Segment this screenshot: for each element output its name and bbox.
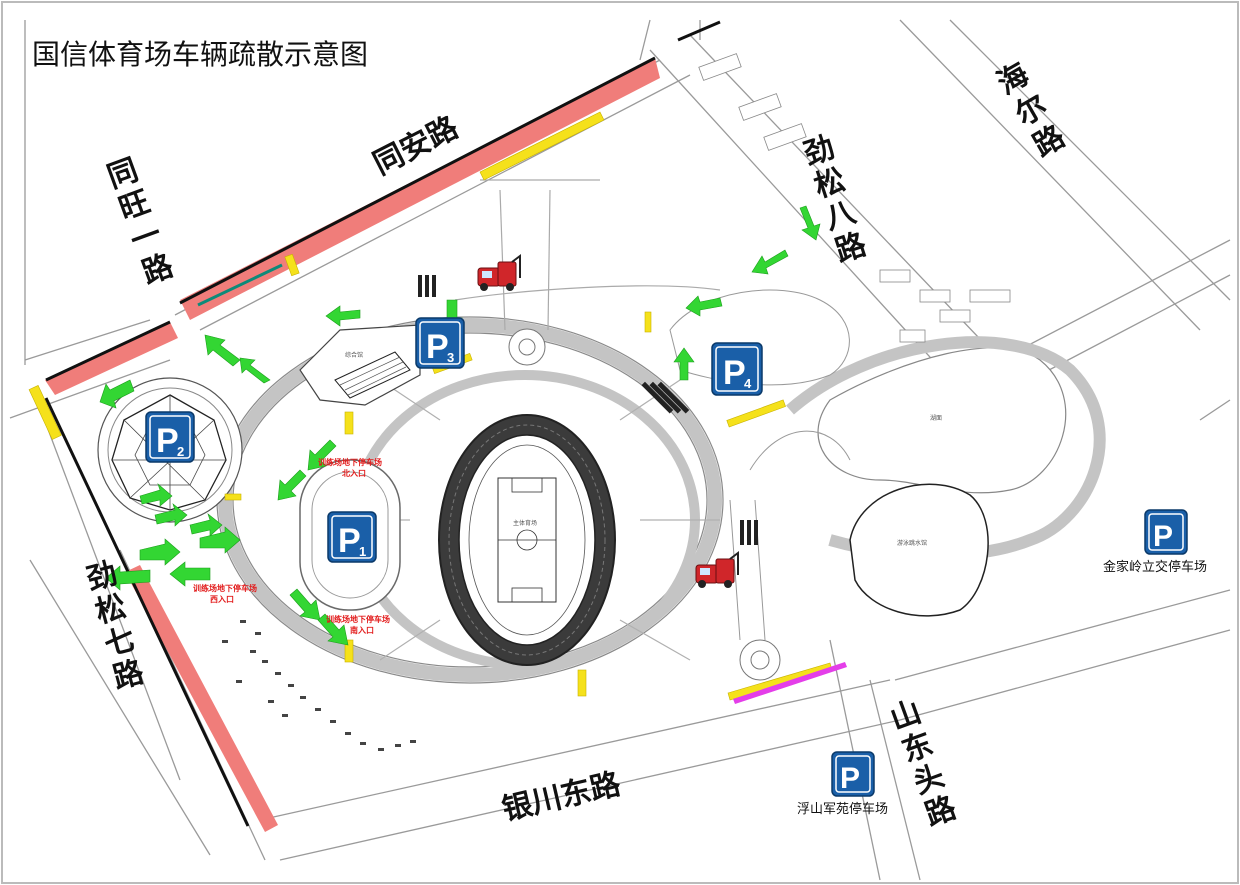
svg-text:4: 4 xyxy=(744,376,752,391)
svg-text:P: P xyxy=(1153,520,1173,553)
comprehensive-gym: 综合馆 xyxy=(299,324,421,406)
lake-label: 湖面 xyxy=(930,414,942,422)
svg-text:P: P xyxy=(723,354,746,392)
north-entrance-note-line2: 北入口 xyxy=(342,468,366,478)
fushan-label: 浮山军苑停车场 xyxy=(797,801,888,817)
parking-p4: P 4 xyxy=(711,342,763,396)
road-label-haier: 海尔路 xyxy=(992,57,1072,165)
north-entrance-note-line1: 训练场地下停车场 xyxy=(318,457,382,467)
top-black-line xyxy=(677,20,721,42)
main-stadium-label: 主体育场 xyxy=(513,519,537,527)
jinjialing-label: 金家岭立交停车场 xyxy=(1103,559,1207,575)
restricted-road-segments xyxy=(44,20,721,832)
map-title: 国信体育场车辆疏散示意图 xyxy=(32,38,368,71)
north-access-road xyxy=(454,179,721,331)
south-entrance-note-line1: 训练场地下停车场 xyxy=(326,614,390,624)
roundabouts xyxy=(508,328,781,681)
parking-jinjialing: P 金家岭立交停车场 xyxy=(1103,509,1207,575)
parking-p3: P 3 xyxy=(415,317,465,369)
parking-p2: P 2 xyxy=(145,411,195,463)
west-entrance-note-line2: 西入口 xyxy=(210,595,234,604)
tongwang-black-line xyxy=(45,320,171,382)
svg-text:1: 1 xyxy=(359,544,366,559)
yellow-markers xyxy=(28,111,833,701)
crosswalks xyxy=(418,275,758,545)
jingsong7-black-line xyxy=(44,397,250,827)
svg-text:P: P xyxy=(338,522,361,560)
svg-text:P: P xyxy=(426,328,449,366)
south-entrance-note-line2: 南入口 xyxy=(350,625,374,635)
residential-buildings xyxy=(698,53,1011,343)
svg-text:P: P xyxy=(840,762,860,795)
gym-label: 综合馆 xyxy=(345,351,363,359)
natatorium-building xyxy=(849,483,989,617)
svg-text:3: 3 xyxy=(447,350,454,365)
jingsong7-red-band xyxy=(125,565,278,832)
evacuation-arrows xyxy=(99,205,821,646)
tongan-black-line xyxy=(179,56,656,305)
tongan-red-band xyxy=(180,58,660,320)
svg-text:P: P xyxy=(156,422,179,460)
west-entrance-note-line1: 训练场地下停车场 xyxy=(193,583,257,593)
tow-truck-south xyxy=(695,551,739,588)
natatorium-label: 游泳跳水馆 xyxy=(897,539,927,547)
magenta-marker xyxy=(733,662,847,704)
parking-p1: P 1 xyxy=(327,511,377,563)
natatorium-complex: 湖面 游泳跳水馆 xyxy=(729,336,1106,641)
parked-cars xyxy=(222,620,416,751)
tongwang-teal-line xyxy=(197,263,283,307)
tongwang-red-band xyxy=(45,322,178,395)
parking-fushan: P 浮山军苑停车场 xyxy=(797,751,888,817)
tow-truck-north xyxy=(477,254,521,291)
svg-text:2: 2 xyxy=(177,444,184,459)
main-stadium: 主体育场 xyxy=(438,414,616,666)
